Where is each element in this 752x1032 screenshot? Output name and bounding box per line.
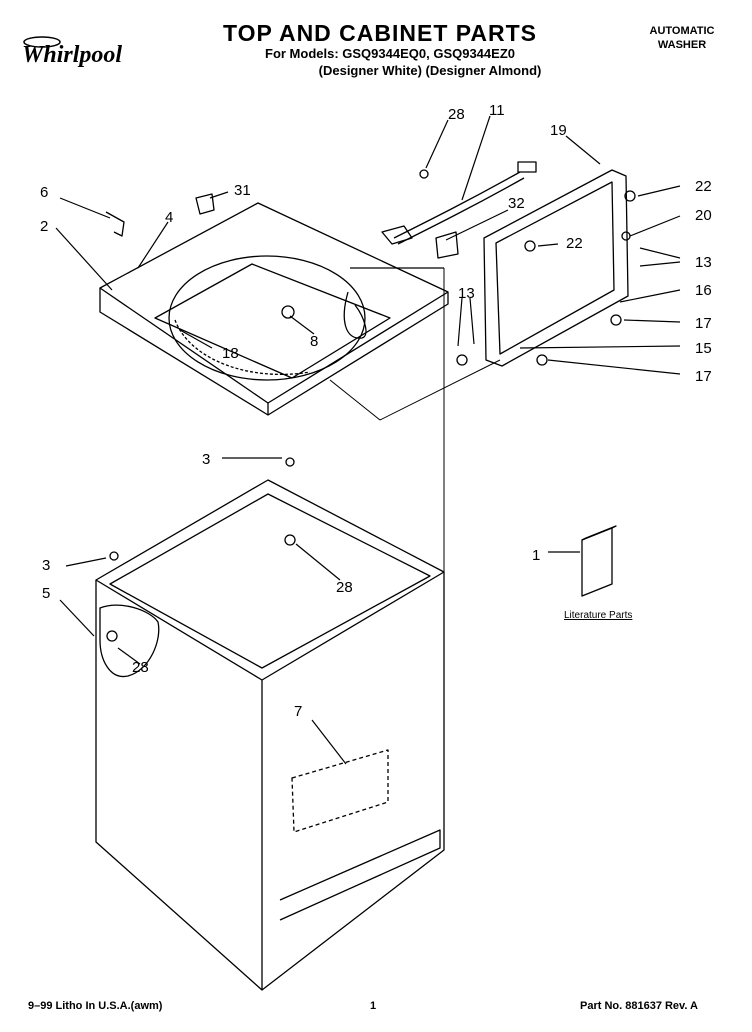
callout-20: 20 xyxy=(695,207,712,224)
callout-8: 8 xyxy=(310,333,318,350)
wire-harness xyxy=(381,161,537,245)
callout-6: 6 xyxy=(40,184,48,201)
callout-3-upper: 3 xyxy=(202,451,210,468)
callout-16: 16 xyxy=(695,282,712,299)
model-colors: (Designer White) (Designer Almond) xyxy=(318,63,542,78)
callout-1: 1 xyxy=(532,547,540,564)
callout-4: 4 xyxy=(165,209,173,226)
callout-3-lower: 3 xyxy=(42,557,50,574)
brand-logo: Whirlpool xyxy=(22,36,122,68)
product-line-2: WASHER xyxy=(657,39,707,51)
cabinet-cutaway xyxy=(99,604,160,678)
callout-5: 5 xyxy=(42,585,50,602)
callout-28-top: 28 xyxy=(448,106,465,123)
model-numbers: For Models: GSQ9344EQ0, GSQ9344EZ0 xyxy=(265,46,515,61)
cabinet xyxy=(95,479,445,991)
callout-19: 19 xyxy=(550,122,567,139)
callout-31: 31 xyxy=(234,182,251,199)
callout-2: 2 xyxy=(40,218,48,235)
callout-18: 18 xyxy=(222,345,239,362)
footer-page-number: 1 xyxy=(370,1000,377,1012)
callout-13-right: 13 xyxy=(695,254,712,271)
callout-11: 11 xyxy=(489,102,505,119)
callout-28-cabinet: 28 xyxy=(336,579,353,596)
callout-7: 7 xyxy=(294,703,302,720)
callout-28-lower: 28 xyxy=(132,659,149,676)
lid-frame xyxy=(483,169,629,367)
callout-22-inner: 22 xyxy=(566,235,583,252)
literature-parts-label: Literature Parts xyxy=(564,610,632,621)
callout-17-upper: 17 xyxy=(695,315,712,332)
callout-13-left: 13 xyxy=(458,285,475,302)
brand-text: Whirlpool xyxy=(22,42,122,68)
callout-32: 32 xyxy=(508,195,525,212)
top-panel xyxy=(99,202,449,416)
callout-15: 15 xyxy=(695,340,712,357)
product-type: AUTOMATIC WASHER xyxy=(622,24,742,52)
page-title: TOP AND CABINET PARTS xyxy=(222,20,538,46)
callout-17-lower: 17 xyxy=(695,368,712,385)
label-outline xyxy=(291,749,389,833)
footer-print-info: 9–99 Litho In U.S.A.(awm) xyxy=(28,1000,163,1012)
callout-22-right: 22 xyxy=(695,178,712,195)
footer-part-number: Part No. 881637 Rev. A xyxy=(580,1000,699,1012)
product-line-1: AUTOMATIC xyxy=(649,25,715,37)
